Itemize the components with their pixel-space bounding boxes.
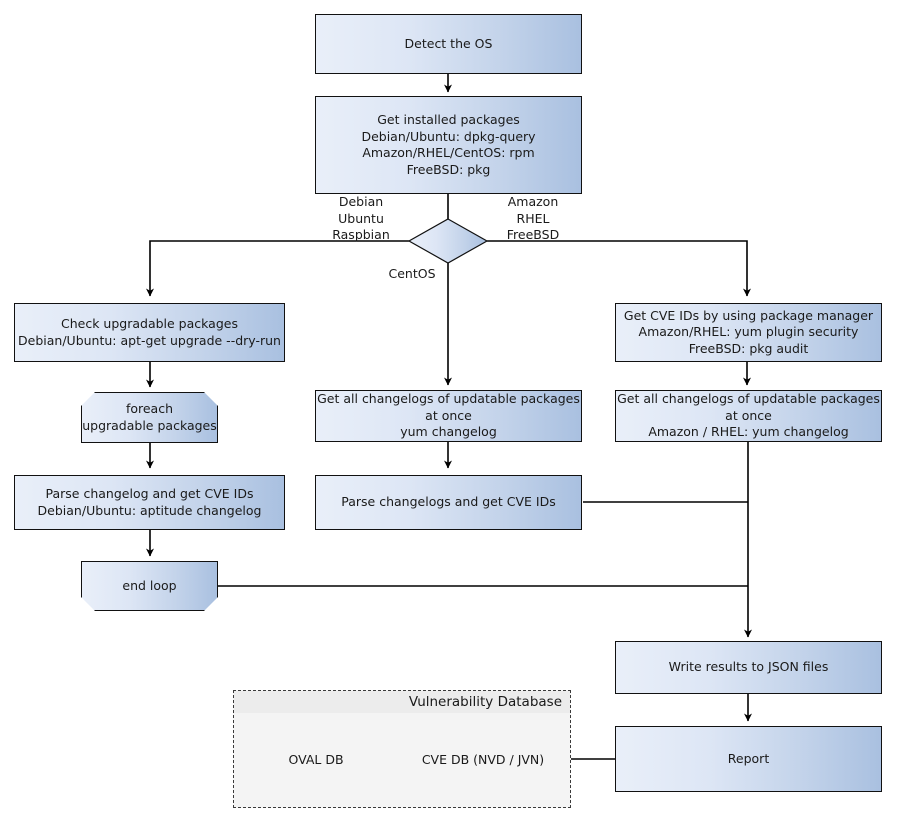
node-end-loop-label: end loop	[122, 577, 177, 593]
node-get-cve-ids-right-label: Get CVE IDs by using package manager Ama…	[623, 307, 874, 356]
node-get-installed-packages[interactable]: Get installed packages Debian/Ubuntu: dp…	[315, 96, 582, 194]
node-check-upgradable-packages[interactable]: Check upgradable packages Debian/Ubuntu:…	[14, 303, 285, 362]
node-get-installed-packages-label: Get installed packages Debian/Ubuntu: dp…	[361, 112, 536, 177]
node-parse-changelogs-center[interactable]: Parse changelogs and get CVE IDs	[315, 475, 582, 530]
node-detect-the-os-label: Detect the OS	[404, 35, 493, 51]
node-write-results-to-json-label: Write results to JSON files	[668, 659, 829, 675]
node-get-changelogs-right[interactable]: Get all changelogs of updatable packages…	[615, 390, 882, 442]
node-check-upgradable-packages-label: Check upgradable packages Debian/Ubuntu:…	[18, 316, 281, 348]
edge-label-center-branch: CentOS	[388, 266, 436, 281]
node-report-label: Report	[727, 750, 770, 766]
decision-diamond-os-family	[407, 218, 489, 264]
node-foreach-upgradable-packages[interactable]: foreach upgradable packages	[81, 392, 218, 443]
cylinder-cve-db-label: CVE DB (NVD / JVN)	[421, 752, 545, 767]
node-get-changelogs-right-label: Get all changelogs of updatable packages…	[617, 391, 880, 440]
edge-label-right-branch: Amazon RHEL FreeBSD	[506, 194, 560, 242]
node-get-changelogs-center[interactable]: Get all changelogs of updatable packages…	[315, 390, 582, 442]
node-parse-changelogs-center-label: Parse changelogs and get CVE IDs	[341, 494, 556, 510]
node-end-loop[interactable]: end loop	[81, 561, 218, 611]
node-foreach-upgradable-packages-label: foreach upgradable packages	[82, 401, 217, 433]
edge-decision-left-branch	[146, 240, 409, 297]
node-get-cve-ids-right[interactable]: Get CVE IDs by using package manager Ama…	[615, 303, 882, 362]
node-get-changelogs-center-label: Get all changelogs of updatable packages…	[317, 391, 580, 440]
node-detect-the-os[interactable]: Detect the OS	[315, 14, 582, 74]
node-write-results-to-json[interactable]: Write results to JSON files	[615, 641, 882, 694]
node-parse-changelog-left-label: Parse changelog and get CVE IDs Debian/U…	[37, 486, 262, 518]
node-parse-changelog-left[interactable]: Parse changelog and get CVE IDs Debian/U…	[14, 475, 285, 530]
cylinder-oval-db-label: OVAL DB	[288, 752, 344, 767]
edge-label-left-branch: Debian Ubuntu Raspbian	[332, 194, 390, 242]
node-report[interactable]: Report	[615, 726, 882, 792]
vulnerability-database-title: Vulnerability Database	[234, 691, 570, 713]
edge-decision-right-branch	[487, 240, 751, 297]
